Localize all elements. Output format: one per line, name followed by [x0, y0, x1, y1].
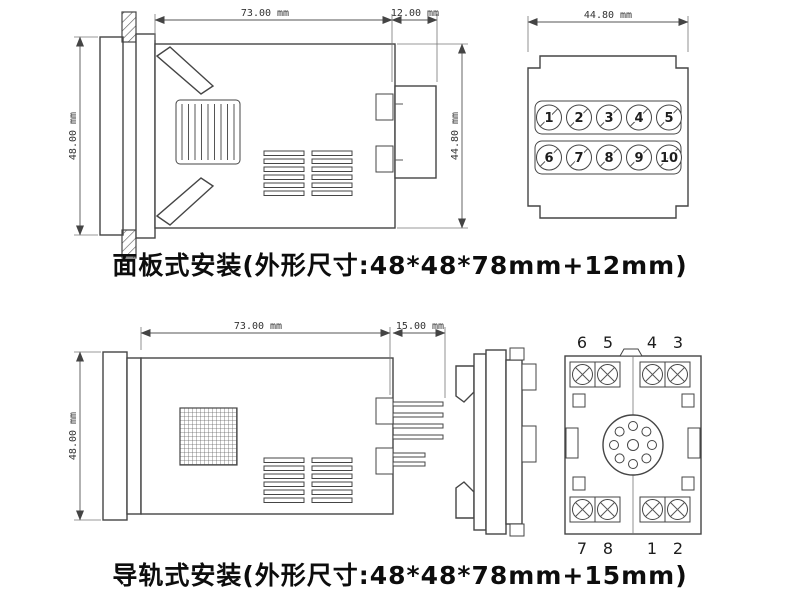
terminal-number: 10 [660, 151, 678, 166]
terminal-screw: 1 [536, 104, 562, 131]
screw-terminal [664, 496, 691, 523]
terminal-number: 4 [634, 111, 643, 126]
terminal-screw: 7 [566, 144, 592, 171]
terminal-screw: 9 [626, 144, 652, 171]
panel-wall-hatch-bottom [121, 229, 137, 259]
socket-keying-slots [565, 393, 701, 491]
terminal-row-2: 6 7 8 9 10 [536, 144, 682, 171]
terminal-number: 2 [574, 111, 583, 126]
socket-top-notch [619, 348, 643, 357]
terminal-screw: 2 [566, 104, 592, 131]
terminal-screw: 3 [596, 104, 622, 131]
screw-terminal [639, 361, 666, 388]
socket-pin-label: 2 [673, 539, 683, 558]
mounting-clip-top [155, 46, 215, 95]
rail-mount-caption: 导轨式安装(外形尺寸:48*48*78mm+15mm) [112, 561, 688, 590]
screw-terminal [569, 496, 596, 523]
screw-terminal [664, 361, 691, 388]
screw-terminal [594, 361, 621, 388]
rear-latch-top [375, 397, 394, 425]
terminal-number: 9 [634, 151, 643, 166]
socket-clip-top [455, 365, 475, 403]
socket-pin-label: 6 [577, 333, 587, 352]
dim-projection: 15.00 mm [396, 321, 444, 332]
socket-center-hub [602, 414, 664, 476]
terminal-number: 5 [664, 111, 673, 126]
panel-wall-hatch-top [121, 11, 137, 43]
socket-pin-label: 7 [577, 539, 587, 558]
screw-terminal [569, 361, 596, 388]
rear-latch-bottom [375, 145, 394, 173]
socket-tab-top [509, 347, 525, 361]
dim-rear-width: 44.80 mm [584, 10, 632, 21]
terminal-screw: 5 [656, 104, 682, 131]
screw-terminal [594, 496, 621, 523]
dim-length: 73.00 mm [234, 321, 282, 332]
bezel-collar [135, 33, 156, 239]
connector-pins [392, 401, 444, 467]
rail-side-dimensions: 73.00 mm 15.00 mm 48.00 mm [68, 321, 446, 521]
socket-pin-label: 4 [647, 333, 657, 352]
retainer-block [175, 99, 241, 165]
terminal-number: 1 [544, 111, 553, 126]
socket-screws-top [569, 361, 691, 388]
panel-mount-caption: 面板式安装(外形尺寸:48*48*78mm+12mm) [112, 251, 688, 280]
panel-mount-side-view [99, 11, 437, 259]
rear-latch-bottom [375, 447, 394, 475]
terminal-screw: 6 [536, 144, 562, 171]
terminal-row-1: 1 2 3 4 5 [536, 104, 682, 131]
terminal-screw: 10 [656, 144, 682, 171]
rear-housing-outline [527, 55, 689, 219]
socket-plate [473, 353, 487, 531]
mounting-clip-bottom [155, 177, 215, 226]
front-bezel [99, 36, 124, 236]
panel-side-dimensions: 73.00 mm 12.00 mm 48.00 mm 44.80 mm [68, 8, 468, 236]
rail-groove-top [521, 363, 537, 391]
vent-slots-right [311, 457, 353, 503]
dim-projection: 12.00 mm [391, 8, 439, 19]
terminal-number: 3 [604, 111, 613, 126]
socket-clip-bottom [455, 481, 475, 519]
rail-groove [521, 425, 537, 463]
vent-slots-left [263, 457, 305, 503]
terminal-number: 8 [604, 151, 613, 166]
hatched-block [179, 407, 238, 466]
front-bezel [102, 351, 128, 521]
socket-pin-label: 5 [603, 333, 613, 352]
terminal-screw: 8 [596, 144, 622, 171]
dim-height: 48.00 mm [68, 412, 79, 460]
socket-pin-label: 1 [647, 539, 657, 558]
socket-face-view: 6 5 4 3 [564, 333, 702, 558]
dim-length: 73.00 mm [241, 8, 289, 19]
rear-plug [394, 85, 437, 179]
vent-slots-right [311, 150, 353, 196]
socket-screws-bottom [569, 496, 691, 523]
rear-latch-top [375, 93, 394, 121]
dim-height: 48.00 mm [68, 112, 79, 160]
panel-mount-rear-view: 44.80 mm 1 2 3 4 5 6 7 8 9 10 [527, 10, 689, 219]
terminal-number: 7 [574, 151, 583, 166]
screw-terminal [639, 496, 666, 523]
socket-back [505, 359, 523, 525]
rail-mount-side-view [102, 351, 444, 521]
socket-tab-bottom [509, 523, 525, 537]
socket-side-view [455, 347, 537, 537]
socket-pin-label: 8 [603, 539, 613, 558]
terminal-number: 6 [544, 151, 553, 166]
terminal-screw: 4 [626, 104, 652, 131]
vent-slots-left [263, 150, 305, 196]
bezel-collar [126, 357, 142, 515]
socket-body [485, 349, 507, 535]
socket-pin-label: 3 [673, 333, 683, 352]
dim-body-height: 44.80 mm [450, 112, 461, 160]
